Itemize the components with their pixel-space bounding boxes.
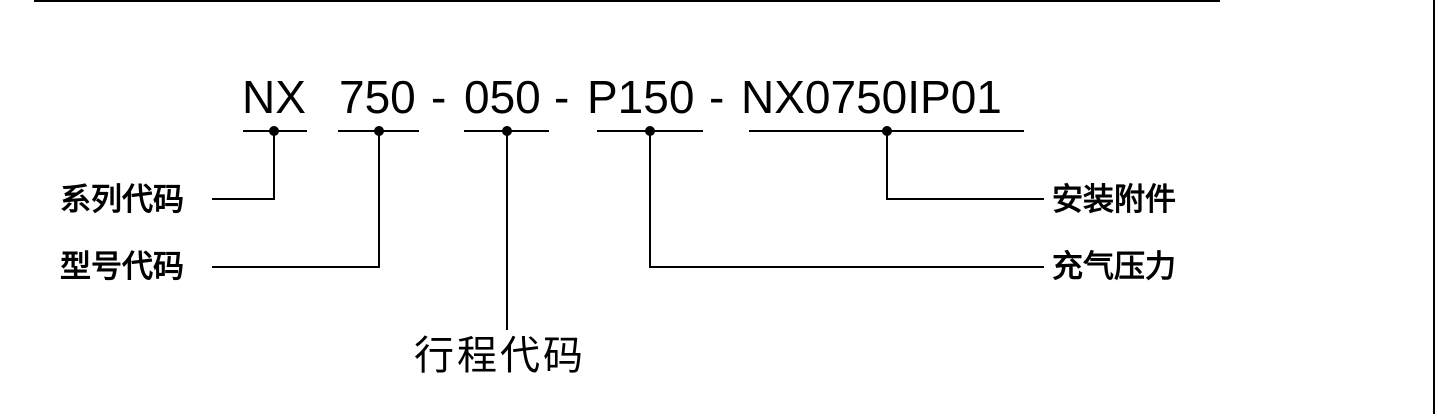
label-pressure: 充气压力 [1052,249,1176,285]
code-series: NX [242,71,306,123]
code-stroke: 050 [464,71,541,123]
label-series: 系列代码 [60,182,184,218]
leader-series [212,131,275,200]
label-model: 型号代码 [60,249,184,285]
label-stroke: 行程代码 [414,333,586,379]
code-separator-2: - [554,71,569,123]
leader-accessory [886,131,1044,200]
code-separator-1: - [431,71,446,123]
code-accessory: NX0750IP01 [741,71,1002,123]
leader-model [212,131,380,268]
leader-pressure [649,131,1044,268]
code-separator-3: - [709,71,724,123]
label-accessory: 安装附件 [1052,182,1176,218]
code-pressure: P150 [587,71,694,123]
code-model: 750 [339,71,416,123]
